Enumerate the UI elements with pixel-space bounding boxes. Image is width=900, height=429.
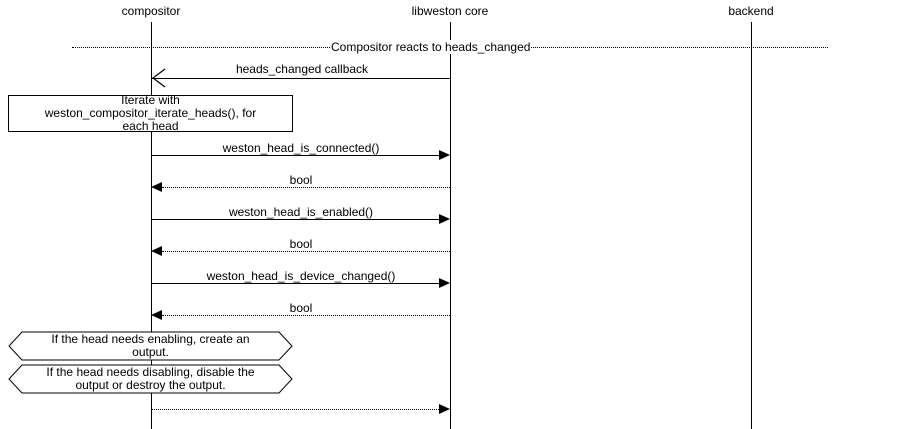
- message-label-heads-changed-callback: heads_changed callback: [235, 62, 369, 76]
- lifeline-libweston-core: [450, 22, 451, 429]
- message-line-weston-head-is-device-changed: [151, 283, 439, 284]
- arrowhead-right-icon: [439, 150, 450, 160]
- message-line-heads-changed-callback: [151, 78, 450, 79]
- note-iterate-heads: Iterate with weston_compositor_iterate_h…: [8, 93, 293, 133]
- participant-label-backend: backend: [728, 4, 774, 18]
- arrowhead-right-icon: [439, 278, 450, 288]
- lifeline-compositor: [151, 22, 152, 429]
- message-label-weston-head-is-enabled: weston_head_is_enabled(): [228, 205, 374, 219]
- condition-enable-head: If the head needs enabling, create an ou…: [8, 331, 293, 361]
- message-label-bool-device-changed: bool: [289, 301, 313, 315]
- condition-enable-head-text: If the head needs enabling, create an ou…: [51, 332, 250, 359]
- condition-disable-head-text: If the head needs disabling, disable the…: [46, 365, 255, 392]
- condition-disable-head: If the head needs disabling, disable the…: [8, 364, 293, 394]
- arrowhead-open-left-icon: [151, 64, 166, 88]
- lifeline-backend: [751, 22, 752, 429]
- message-line-bool-device-changed: [162, 315, 450, 316]
- hexagon-shape-icon: [8, 331, 293, 361]
- arrowhead-left-icon: [151, 310, 162, 320]
- arrowhead-right-icon: [439, 404, 450, 414]
- arrowhead-right-icon: [439, 214, 450, 224]
- arrowhead-left-icon: [151, 246, 162, 256]
- message-label-bool-enabled: bool: [289, 237, 313, 251]
- participant-label-compositor: compositor: [121, 4, 181, 18]
- message-line-weston-head-is-connected: [151, 155, 439, 156]
- hexagon-shape-icon: [8, 364, 293, 394]
- arrowhead-left-icon: [151, 182, 162, 192]
- separator-label: Compositor reacts to heads_changed: [330, 40, 532, 54]
- message-label-bool-connected: bool: [289, 173, 313, 187]
- message-line-final-return: [151, 409, 439, 410]
- message-label-weston-head-is-connected: weston_head_is_connected(): [222, 141, 380, 155]
- note-iterate-heads-text: Iterate with weston_compositor_iterate_h…: [44, 93, 257, 133]
- message-label-weston-head-is-device-changed: weston_head_is_device_changed(): [206, 269, 396, 283]
- participant-label-libweston-core: libweston core: [411, 4, 489, 18]
- message-line-weston-head-is-enabled: [151, 219, 439, 220]
- message-line-bool-connected: [162, 187, 450, 188]
- message-line-bool-enabled: [162, 251, 450, 252]
